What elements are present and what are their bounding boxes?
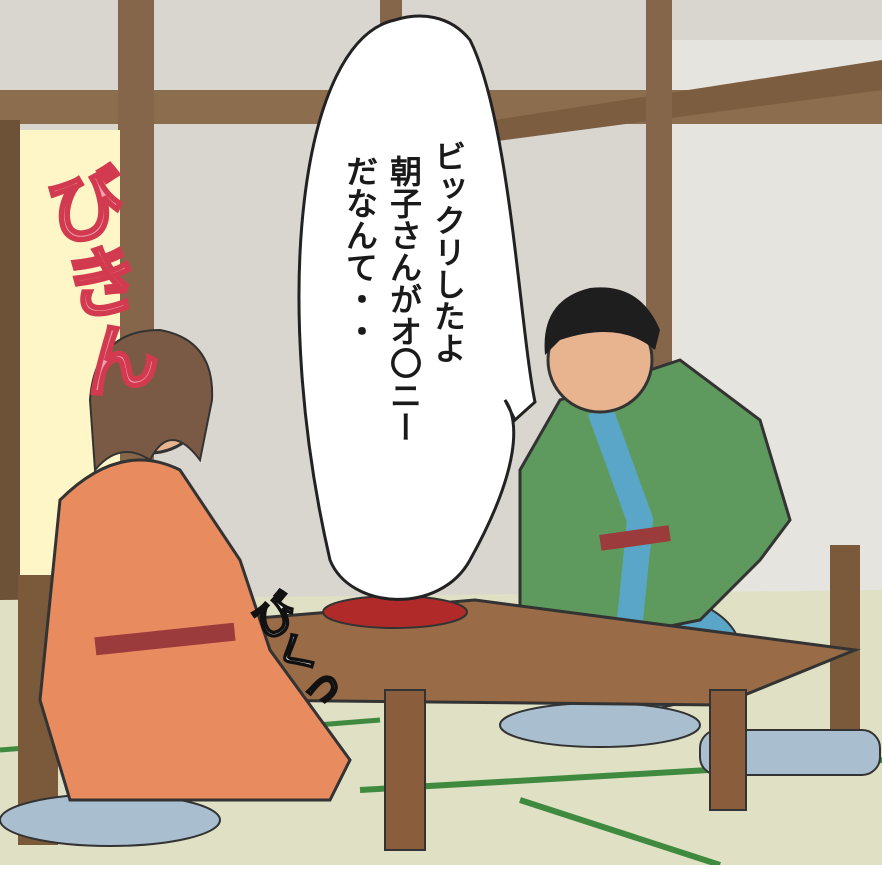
man-hair bbox=[544, 287, 660, 355]
wooden-post bbox=[0, 120, 20, 720]
speech-line-3: だなんて・・ bbox=[341, 155, 379, 347]
floor-cushion bbox=[499, 702, 701, 748]
floor-cushion bbox=[0, 793, 221, 847]
speech-line-2: 朝子さんがオ〇ニー bbox=[385, 155, 423, 443]
woman-hair bbox=[88, 328, 214, 473]
speech-bubble bbox=[297, 14, 537, 601]
table-leg bbox=[384, 689, 426, 851]
table-leg bbox=[709, 689, 747, 811]
speech-line-1: ビックリしたよ bbox=[429, 140, 467, 364]
